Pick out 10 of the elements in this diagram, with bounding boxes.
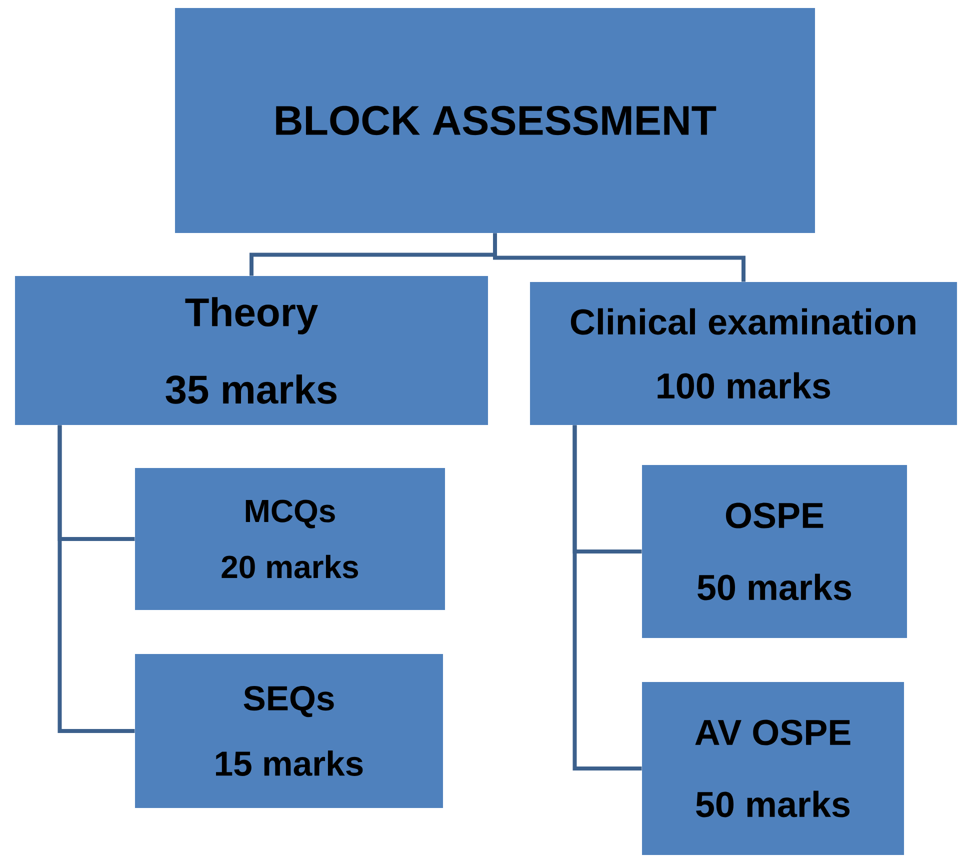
process-box: Theory 35 marks: [15, 276, 488, 425]
process-box: OSPE 50 marks: [642, 465, 907, 638]
process-box: Clinical examination 100 marks: [530, 282, 957, 425]
connector-line: [572, 425, 642, 770]
process-box: AV OSPE 50 marks: [642, 682, 904, 855]
process-box: BLOCK ASSESSMENT: [175, 8, 815, 233]
connector-line: [58, 425, 135, 733]
connector-line: [493, 233, 746, 282]
process-box: MCQs 20 marks: [135, 468, 445, 610]
process-box: SEQs 15 marks: [135, 654, 443, 808]
